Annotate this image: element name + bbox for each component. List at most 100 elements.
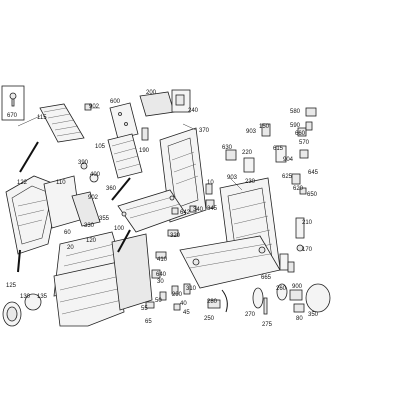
label-190: 190 xyxy=(139,148,150,154)
label-645: 645 xyxy=(308,170,319,176)
part-280 xyxy=(221,289,228,313)
clip-390 xyxy=(80,162,88,170)
part-580 xyxy=(305,107,317,117)
label-200: 200 xyxy=(146,90,157,96)
label-115: 115 xyxy=(37,115,47,121)
part-665 xyxy=(279,253,289,271)
disc-130 xyxy=(24,293,42,311)
label-120: 120 xyxy=(86,238,97,244)
label-902: 902 xyxy=(89,104,100,110)
label-210: 210 xyxy=(302,220,313,226)
part-290 xyxy=(171,285,179,295)
label-900: 900 xyxy=(292,284,303,290)
label-310: 310 xyxy=(186,286,197,292)
label-45: 45 xyxy=(183,310,190,316)
part-660 xyxy=(297,127,307,137)
part-615 xyxy=(275,145,287,163)
trim-355 xyxy=(71,191,101,227)
label-620: 620 xyxy=(293,186,304,192)
label-30: 30 xyxy=(157,279,164,285)
side-panel-right xyxy=(111,233,153,311)
part-250 xyxy=(207,299,221,309)
label-355: 355 xyxy=(99,216,110,222)
module-240 xyxy=(171,89,191,113)
label-650: 650 xyxy=(307,192,318,198)
label-20: 20 xyxy=(67,245,74,251)
label-390: 390 xyxy=(78,160,89,166)
part-345 xyxy=(205,199,215,209)
cushion-105 xyxy=(107,133,143,179)
label-660: 660 xyxy=(295,131,306,137)
label-590: 590 xyxy=(290,123,301,129)
seat-frame-lower xyxy=(117,189,187,233)
label-135: 135 xyxy=(37,294,48,300)
part-310 xyxy=(183,283,191,295)
knob-400 xyxy=(89,173,99,183)
label-580: 580 xyxy=(290,109,301,115)
part-640 xyxy=(151,269,161,279)
part-50 xyxy=(145,301,155,309)
label-170: 170 xyxy=(302,247,313,253)
assembly-arrow xyxy=(17,249,21,273)
part-650 xyxy=(299,187,307,195)
label-345: 345 xyxy=(207,206,218,212)
part-642 xyxy=(171,207,179,215)
label-640: 640 xyxy=(156,272,167,278)
part-645 xyxy=(299,149,309,159)
label-10: 10 xyxy=(207,180,214,186)
part-220 xyxy=(243,157,255,173)
label-125: 125 xyxy=(6,283,17,289)
part-260 xyxy=(276,283,288,301)
label-110: 110 xyxy=(56,180,66,186)
label-360: 360 xyxy=(106,186,117,192)
label-642: 642 xyxy=(180,210,191,216)
label-903: 903 xyxy=(246,129,257,135)
panel-600 xyxy=(109,102,139,140)
part-40 xyxy=(173,303,181,311)
backrest-cushion-115 xyxy=(39,103,85,143)
part-270 xyxy=(252,287,264,309)
label-40: 40 xyxy=(180,301,187,307)
part-340 xyxy=(189,205,197,213)
label-320: 320 xyxy=(170,233,181,239)
label-903b: 903 xyxy=(227,175,238,181)
label-100: 100 xyxy=(114,226,125,232)
label-280: 280 xyxy=(207,299,218,305)
part-620 xyxy=(291,173,301,185)
label-270: 270 xyxy=(245,312,256,318)
part-210 xyxy=(295,217,305,239)
part-350 xyxy=(305,283,331,313)
part-20 xyxy=(287,261,295,273)
label-65: 65 xyxy=(145,319,152,325)
label-60: 60 xyxy=(64,230,71,236)
seat-cover-120 xyxy=(53,261,125,327)
part-190 xyxy=(141,127,149,141)
label-122: 122 xyxy=(17,180,28,186)
label-50: 50 xyxy=(155,298,162,304)
part-80 xyxy=(293,303,305,313)
label-615: 615 xyxy=(273,146,284,152)
label-290: 290 xyxy=(172,292,183,298)
clip-902 xyxy=(84,103,92,111)
label-130: 130 xyxy=(20,294,31,300)
label-220: 220 xyxy=(242,150,253,156)
label-902b: 902 xyxy=(88,195,99,201)
cover-125 xyxy=(2,301,22,327)
label-250: 250 xyxy=(204,316,215,322)
label-275: 275 xyxy=(262,322,273,328)
label-904: 904 xyxy=(283,157,294,163)
label-240: 240 xyxy=(188,108,199,114)
label-410: 410 xyxy=(157,257,168,263)
label-625: 625 xyxy=(282,174,293,180)
label-630: 630 xyxy=(222,145,233,151)
part-900 xyxy=(289,289,303,301)
label-230: 230 xyxy=(245,179,256,185)
assembly-arrow xyxy=(111,177,131,201)
part-170 xyxy=(296,244,304,252)
callout-labels: 670 115 902 600 200 240 370 580 590 150 … xyxy=(6,90,319,328)
part-30 xyxy=(159,291,167,301)
part-10 xyxy=(205,183,213,195)
assembly-arrow xyxy=(19,141,39,173)
